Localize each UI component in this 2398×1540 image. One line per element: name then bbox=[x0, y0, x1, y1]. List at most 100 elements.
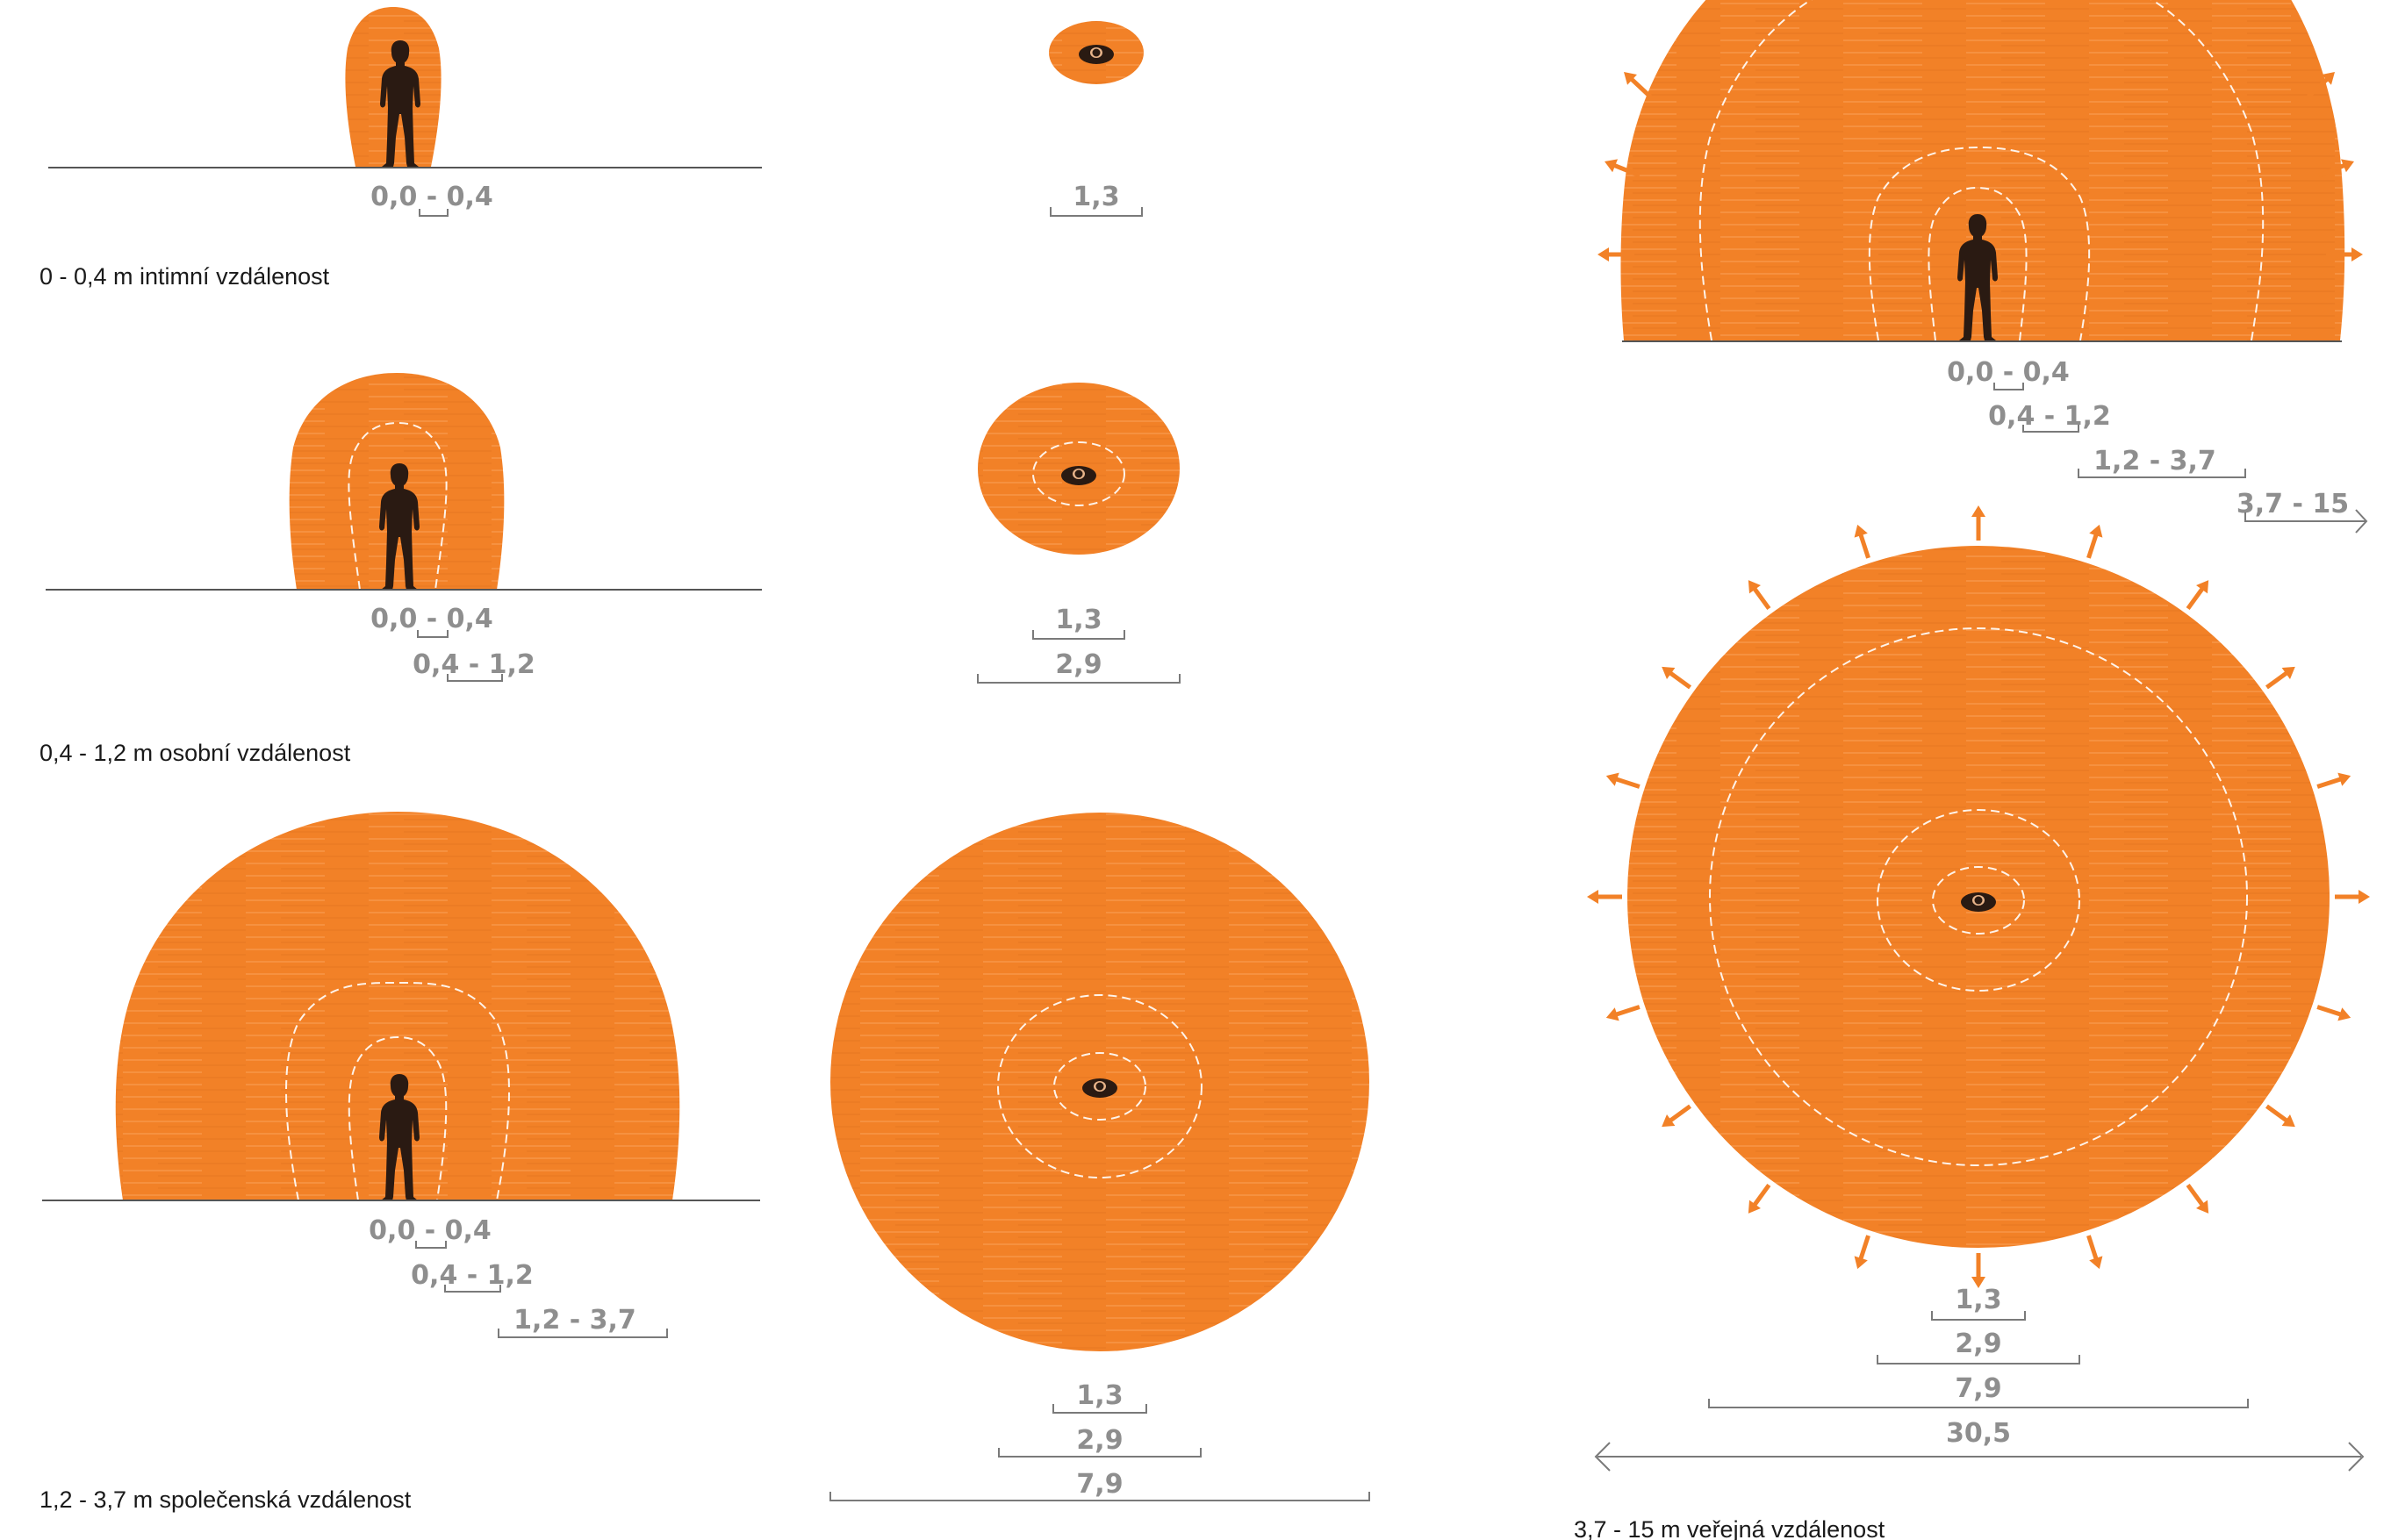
top-view-hair bbox=[1095, 1082, 1104, 1091]
dimension-bar bbox=[1993, 383, 2024, 390]
dim-label-1-2-3-7: 1,2 - 3,7 bbox=[513, 1305, 636, 1336]
arrow-shaft bbox=[1857, 1235, 1870, 1262]
arrow-shaft bbox=[2307, 75, 2330, 98]
person-silhouette-shape bbox=[380, 40, 420, 167]
dimension-bar bbox=[417, 630, 449, 638]
dim-label-2-9: 2,9 bbox=[1955, 1329, 2001, 1359]
arrow-head bbox=[2089, 1256, 2103, 1270]
arrow-shaft bbox=[2265, 1104, 2290, 1124]
dimension-bar bbox=[419, 209, 449, 217]
arrow-head bbox=[1587, 890, 1598, 904]
standing-person-silhouette-icon bbox=[380, 40, 420, 167]
arrow-head bbox=[1748, 580, 1761, 594]
dimension-bar bbox=[1877, 1355, 2080, 1365]
zone-boundary-1-3 bbox=[1032, 441, 1125, 506]
public-side-view: 0,0 - 0,4 0,4 - 1,2 1,2 - 3,7 3,7 - 15 bbox=[1597, 0, 2368, 534]
zone-boundary-0-4 bbox=[348, 1035, 448, 1201]
arrow-shaft bbox=[2186, 1183, 2206, 1208]
dimension-bar-arrow bbox=[2244, 509, 2368, 534]
zone-boundary-2-9 bbox=[1877, 809, 2080, 992]
arrow-head bbox=[1605, 772, 1619, 786]
person-top-view-icon bbox=[1061, 466, 1096, 485]
caption-social: 1,2 - 3,7 m společenská vzdálenost bbox=[39, 1486, 412, 1513]
arrow-shaft bbox=[1613, 776, 1641, 789]
social-top-view: 1,3 2,9 7,9 bbox=[829, 813, 1370, 1501]
dim-label-1-2-3-7: 1,2 - 3,7 bbox=[2093, 446, 2216, 476]
arrow-shaft bbox=[1628, 75, 1652, 98]
dim-label-7-9: 7,9 bbox=[1955, 1373, 2001, 1404]
dimension-bar bbox=[829, 1492, 1370, 1501]
arrow-head bbox=[1662, 1114, 1676, 1128]
arrow-shaft bbox=[1667, 670, 1692, 690]
personal-side-view: 0,0 - 0,4 0,4 - 1,2 bbox=[46, 373, 762, 682]
arrow-shaft bbox=[2316, 776, 2344, 789]
arrow-head bbox=[2359, 890, 2370, 904]
person-top-view-icon bbox=[1082, 1078, 1117, 1098]
dimension-bar-double-arrow bbox=[1594, 1442, 2365, 1472]
arrow-head bbox=[2281, 1114, 2295, 1128]
dim-label-30-5: 30,5 bbox=[1946, 1418, 2011, 1449]
arrow-head bbox=[1662, 666, 1676, 679]
person-silhouette-shape bbox=[1957, 214, 1998, 340]
zone-boundary-1-3 bbox=[1053, 1052, 1146, 1121]
dim-label-1-3: 1,3 bbox=[1055, 605, 1102, 635]
zone-boundary-0-4 bbox=[348, 421, 448, 591]
arrow-head bbox=[1605, 1007, 1619, 1021]
zone-boundary-3-7-right bbox=[2150, 0, 2265, 340]
zone-boundary-3-7 bbox=[1698, 0, 1813, 340]
arrow-head bbox=[2196, 580, 2209, 594]
dim-label-0-0-4: 0,0 - 0,4 bbox=[370, 182, 493, 212]
dim-label-0-0-4: 0,0 - 0,4 bbox=[1947, 357, 2070, 388]
standing-person-silhouette-icon bbox=[379, 1074, 420, 1200]
outward-arrows bbox=[1597, 72, 2363, 261]
social-side-view: 0,0 - 0,4 0,4 - 1,2 1,2 - 3,7 bbox=[42, 812, 760, 1338]
dimension-bar bbox=[1052, 1404, 1147, 1414]
arrow-head bbox=[2337, 772, 2351, 786]
arrow-shaft bbox=[2265, 670, 2290, 690]
zone-boundary-2-9 bbox=[997, 994, 1203, 1178]
arrow-shaft bbox=[1857, 532, 1870, 559]
intimate-side-view: 0,0 - 0,4 bbox=[48, 7, 762, 217]
arrow-head bbox=[2196, 1200, 2209, 1214]
zone-boundary-1-2 bbox=[285, 982, 510, 1201]
dimension-bar bbox=[1708, 1399, 2249, 1408]
dimension-bar bbox=[498, 1329, 668, 1338]
personal-top-view: 1,3 2,9 bbox=[977, 383, 1181, 684]
arrow-head bbox=[2089, 524, 2103, 538]
arrow-head bbox=[2340, 159, 2354, 173]
dimension-bar bbox=[1050, 207, 1143, 217]
public-top-view: 1,3 2,9 7,9 30,5 bbox=[1587, 505, 2370, 1472]
arrow-head bbox=[1971, 505, 1985, 517]
arrow-shaft bbox=[2086, 1235, 2100, 1262]
arrow-shaft bbox=[2186, 585, 2206, 611]
dimension-bar bbox=[998, 1448, 1202, 1458]
standing-person-silhouette-icon bbox=[379, 463, 420, 590]
top-view-hair bbox=[1074, 469, 1083, 478]
zone-boundary-7-9 bbox=[1709, 627, 2248, 1166]
dimension-bar bbox=[447, 674, 503, 682]
arrow-shaft bbox=[1751, 585, 1771, 611]
person-top-view-icon bbox=[1079, 45, 1114, 64]
arrow-head bbox=[1748, 1200, 1761, 1214]
arrow-shaft bbox=[1612, 162, 1641, 178]
dim-label-2-9: 2,9 bbox=[1055, 649, 1102, 680]
dim-label-0-0-4: 0,0 - 0,4 bbox=[369, 1215, 492, 1246]
top-view-hair bbox=[1974, 896, 1983, 905]
arrow-head bbox=[2337, 1007, 2351, 1021]
arrow-head bbox=[1624, 72, 1637, 85]
arrow-head bbox=[1971, 1277, 1985, 1288]
arrow-shaft bbox=[2086, 532, 2100, 559]
arrow-shaft bbox=[2318, 162, 2347, 178]
standing-person-silhouette-icon bbox=[1957, 214, 1998, 340]
arrow-head bbox=[1605, 159, 1619, 173]
dimension-bar bbox=[2078, 469, 2246, 478]
dim-label-7-9: 7,9 bbox=[1076, 1469, 1123, 1500]
top-view-hair bbox=[1092, 48, 1101, 57]
dimension-bar bbox=[415, 1241, 447, 1249]
dim-label-0-4-1-2: 0,4 - 1,2 bbox=[411, 1260, 534, 1291]
dimension-bar bbox=[977, 674, 1181, 684]
social-zone bbox=[115, 812, 680, 1200]
arrow-head bbox=[1854, 524, 1868, 538]
caption-public: 3,7 - 15 m veřejná vzdálenost bbox=[1574, 1516, 1885, 1540]
